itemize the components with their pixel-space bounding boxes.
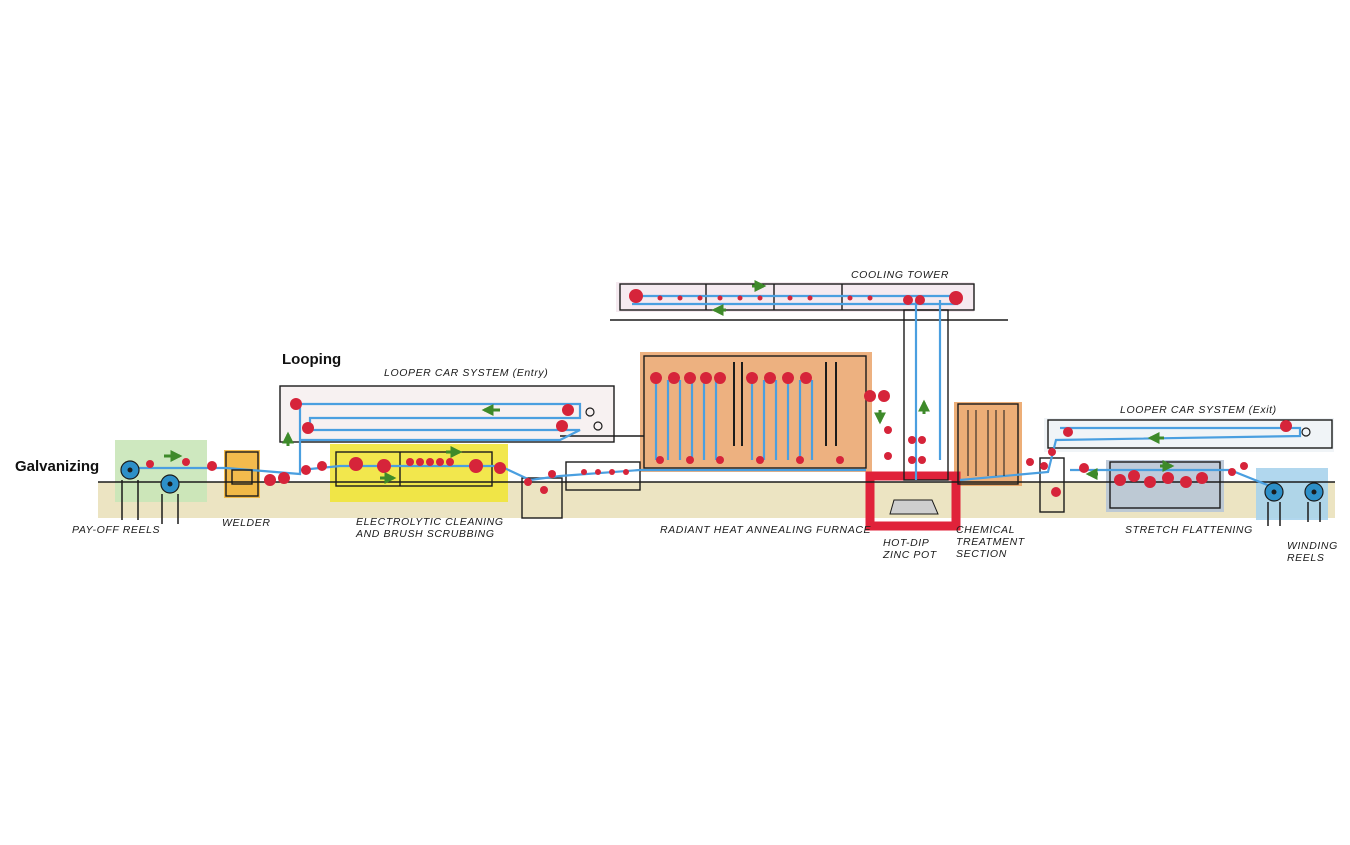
looper-car-wheels xyxy=(585,407,1311,437)
section-title-looping: Looping xyxy=(282,351,342,368)
label-winding-reels: WINDING REELS xyxy=(1287,540,1338,564)
process-rolls xyxy=(146,289,1292,497)
label-zinc-pot: HOT-DIP ZINC POT xyxy=(883,537,937,561)
label-payoff-reels: PAY-OFF REELS xyxy=(72,524,161,536)
steel-strip-path xyxy=(130,294,1302,492)
winding-reels xyxy=(1264,482,1324,526)
label-looper-entry: LOOPER CAR SYSTEM (Entry) xyxy=(384,367,549,379)
label-cooling-tower: COOLING TOWER xyxy=(851,269,950,281)
label-electrolytic-cleaning: ELECTROLYTIC CLEANING AND BRUSH SCRUBBIN… xyxy=(356,516,504,540)
label-welder: WELDER xyxy=(222,517,271,529)
welder-body xyxy=(231,469,253,485)
looper-entry-wash xyxy=(280,386,614,442)
zinc-pot-frame xyxy=(865,471,961,531)
welder-wash xyxy=(224,450,260,498)
furnace-walls xyxy=(733,362,837,446)
stretch-wash xyxy=(1106,460,1224,512)
payoff-reels xyxy=(120,460,180,524)
equipment-outlines xyxy=(98,283,1335,519)
chemical-stacks xyxy=(967,410,1005,476)
flow-arrows xyxy=(164,280,1175,484)
label-annealing-furnace: RADIANT HEAT ANNEALING FURNACE xyxy=(660,524,872,536)
label-stretch-flattening: STRETCH FLATTENING xyxy=(1125,524,1253,536)
cleaning-wash xyxy=(330,444,508,502)
furnace-wash xyxy=(640,352,872,472)
label-looper-exit: LOOPER CAR SYSTEM (Exit) xyxy=(1120,404,1277,416)
section-title-galvanizing: Galvanizing xyxy=(15,458,100,475)
label-chemical-treatment: CHEMICAL TREATMENT SECTION xyxy=(956,524,1025,560)
